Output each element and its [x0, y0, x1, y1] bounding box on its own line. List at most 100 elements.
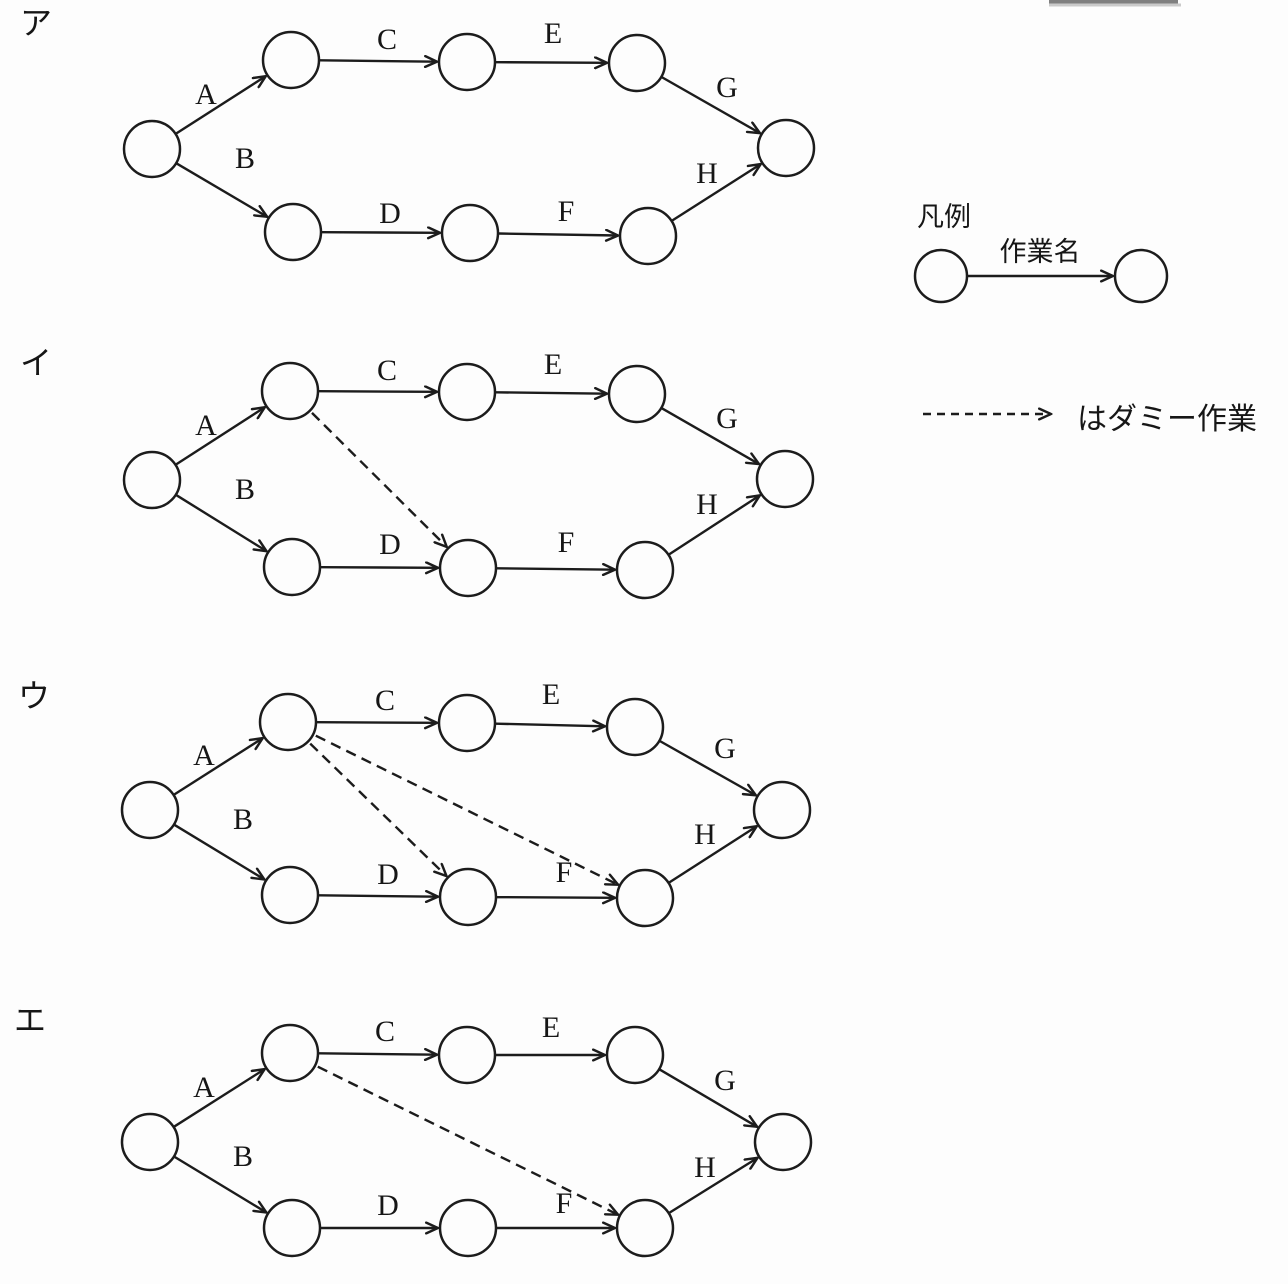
event-node-n3	[607, 33, 667, 93]
activity-arrow-H	[668, 826, 756, 884]
activity-label-E: E	[542, 1011, 560, 1044]
legend-dummy-label: はダミー作業	[1077, 403, 1257, 436]
event-node-n2	[437, 1025, 497, 1085]
activity-label-F: F	[556, 856, 573, 889]
scan-artifact-mark	[1049, 3, 1181, 7]
activity-label-B: B	[233, 803, 253, 836]
activity-arrow-D	[321, 232, 440, 233]
activity-label-D: D	[379, 197, 401, 230]
activity-label-D: D	[377, 858, 399, 891]
event-node-n5	[438, 1198, 498, 1258]
activity-arrow-H	[668, 1158, 758, 1214]
activity-arrow-A	[173, 738, 262, 796]
option-label: イ	[20, 345, 52, 381]
activity-arrow-B	[176, 162, 267, 217]
activity-arrow-C	[319, 60, 437, 61]
dummy-activity-arrow	[317, 1065, 618, 1215]
legend-event-node	[1113, 248, 1169, 304]
activity-label-F: F	[558, 195, 575, 228]
event-node-n2	[437, 32, 497, 92]
legend-activity-label: 作業名	[1000, 237, 1081, 267]
activity-arrow-G	[659, 740, 756, 795]
activity-label-C: C	[375, 684, 395, 717]
activity-arrow-D	[320, 567, 438, 568]
option-label: エ	[14, 1002, 46, 1038]
activity-arrow-D	[318, 895, 438, 896]
event-node-n5	[438, 538, 498, 598]
dummy-activity-arrow	[315, 734, 618, 885]
activity-arrow-G	[661, 407, 759, 464]
activity-arrow-F	[496, 568, 615, 569]
event-node-start	[122, 450, 182, 510]
event-node-n1	[261, 30, 321, 90]
activity-arrow-C	[316, 722, 437, 723]
event-node-n4	[262, 537, 322, 597]
activity-arrow-F	[496, 897, 615, 898]
network-diagram-option-4: エ A B C E G D F H	[14, 1002, 813, 1258]
event-node-n5	[438, 867, 498, 927]
option-label: ア	[20, 5, 52, 41]
activity-arrow-E	[495, 62, 607, 63]
activity-arrow-B	[175, 494, 267, 551]
activity-label-D: D	[377, 1189, 399, 1222]
event-node-n2	[437, 693, 497, 753]
activity-arrow-A	[175, 76, 265, 135]
activity-label-F: F	[558, 526, 575, 559]
activity-label-G: G	[716, 402, 738, 435]
activity-label-G: G	[714, 732, 736, 765]
event-node-n2	[437, 362, 497, 422]
activity-label-F: F	[556, 1187, 573, 1220]
activity-label-C: C	[377, 23, 397, 56]
activity-label-A: A	[195, 409, 217, 442]
legend-event-node	[913, 248, 969, 304]
event-node-end	[753, 1112, 813, 1172]
event-node-start	[120, 1112, 180, 1172]
activity-arrow-E	[495, 724, 605, 727]
activity-label-C: C	[377, 354, 397, 387]
activity-label-G: G	[716, 71, 738, 104]
activity-label-E: E	[544, 348, 562, 381]
event-node-start	[120, 780, 180, 840]
activity-label-H: H	[696, 488, 718, 521]
event-node-start	[122, 119, 182, 179]
legend-title: 凡例	[917, 202, 971, 232]
event-node-n3	[607, 364, 667, 424]
activity-arrow-A	[175, 407, 264, 466]
activity-label-A: A	[193, 739, 215, 772]
event-node-n4	[262, 1198, 322, 1258]
activity-label-A: A	[193, 1071, 215, 1104]
dummy-activity-arrow	[309, 742, 446, 876]
event-node-n6	[615, 1198, 675, 1258]
activity-label-H: H	[694, 1151, 716, 1184]
scan-artifact-mark	[1049, 0, 1178, 4]
event-node-n4	[260, 865, 320, 925]
option-label: ウ	[18, 678, 50, 714]
activity-arrow-F	[498, 233, 618, 235]
activity-arrow-H	[668, 495, 760, 556]
activity-label-D: D	[379, 528, 401, 561]
activity-label-C: C	[375, 1015, 395, 1048]
event-node-end	[756, 118, 816, 178]
event-node-n5	[440, 203, 500, 263]
activity-label-G: G	[714, 1064, 736, 1097]
event-node-end	[755, 449, 815, 509]
event-node-n1	[258, 692, 318, 752]
activity-arrow-C	[318, 1053, 437, 1054]
activity-label-B: B	[233, 1140, 253, 1173]
event-node-end	[752, 780, 812, 840]
event-node-n3	[605, 1025, 665, 1085]
activity-arrow-G	[659, 1068, 757, 1127]
event-node-n1	[260, 1023, 320, 1083]
activity-arrow-B	[174, 1155, 267, 1212]
event-node-n6	[615, 540, 675, 600]
activity-arrow-E	[495, 392, 607, 393]
activity-arrow-B	[174, 824, 265, 879]
activity-arrow-H	[671, 164, 760, 222]
event-node-n1	[260, 361, 320, 421]
activity-arrow-A	[173, 1069, 264, 1128]
event-node-n6	[615, 868, 675, 928]
